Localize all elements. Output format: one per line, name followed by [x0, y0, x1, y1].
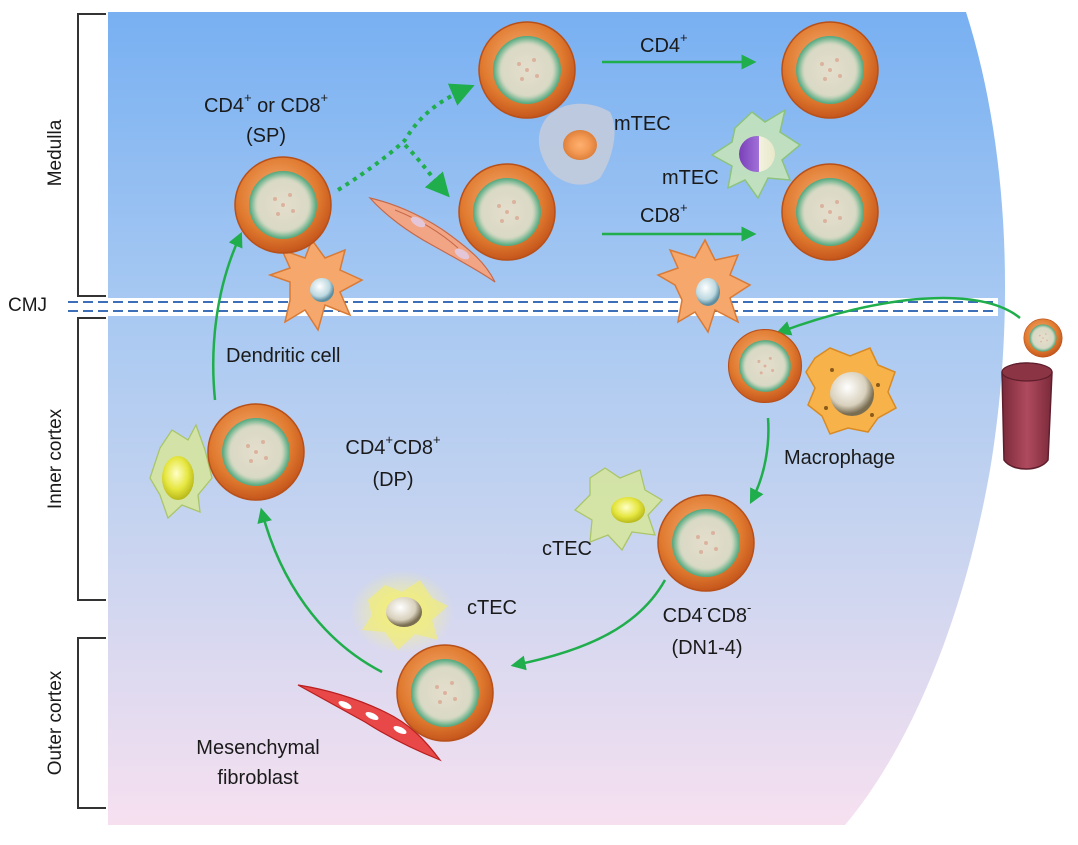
region-label-outer-cortex: Outer cortex — [45, 670, 66, 776]
tcell-outer-cortex — [396, 644, 494, 742]
macrophage-cell — [805, 347, 897, 435]
label-dn-markers: CD4-CD8- — [662, 600, 752, 627]
mtec-lower-cell — [710, 108, 802, 200]
progenitor-cell — [1023, 318, 1063, 358]
label-sp-markers: CD4+ or CD8+ — [203, 90, 329, 117]
outer-cortex-bracket — [77, 637, 106, 809]
tcell-cd4-mature — [781, 21, 879, 119]
label-mtec-upper: mTEC — [614, 113, 671, 135]
tcell-medulla-upper — [478, 21, 576, 119]
label-mesenchymal: Mesenchymal — [196, 737, 320, 759]
tcell-medulla-lower — [458, 163, 556, 261]
arrow-outer-to-dp — [257, 507, 383, 674]
thymus-background — [108, 12, 1006, 825]
mesenchymal-fibroblast-cell — [297, 684, 442, 762]
label-cd4-arrow: CD4+ — [640, 30, 688, 57]
region-label-medulla: Medulla — [45, 119, 66, 187]
label-dp-markers: CD4+CD8+ — [345, 432, 441, 459]
medulla-bracket — [77, 13, 106, 297]
ctec-lower-cell — [350, 570, 454, 654]
entry-arrow — [775, 296, 1021, 336]
label-ctec-lower: cTEC — [467, 597, 517, 619]
ctec-right-cell — [573, 467, 664, 552]
region-label-cmj: CMJ — [8, 295, 48, 316]
cmj-boundary — [68, 298, 998, 316]
label-dn: (DN1-4) — [671, 637, 743, 659]
arrow-dp-to-sp — [212, 231, 243, 401]
label-macrophage: Macrophage — [784, 447, 896, 469]
tcell-inner-cortex-entry — [727, 328, 803, 404]
label-cd8-arrow: CD8+ — [640, 200, 688, 227]
ctec-left-cell — [149, 423, 213, 520]
mtec-upper-cell — [538, 103, 615, 185]
medulla-fibroblast — [368, 196, 496, 283]
label-sp: (SP) — [246, 125, 286, 147]
tcell-dn — [657, 494, 755, 592]
dotted-arrow-upper — [336, 83, 475, 192]
tcell-sp — [234, 156, 332, 254]
dendritic-cell-right — [656, 238, 752, 334]
arrow-to-dn — [749, 417, 770, 504]
label-fibroblast: fibroblast — [217, 767, 299, 789]
dotted-arrow-lower — [403, 143, 450, 198]
label-mtec-lower: mTEC — [662, 167, 719, 189]
inner-cortex-bracket — [77, 317, 106, 601]
label-ctec-right: cTEC — [542, 538, 592, 560]
region-label-inner-cortex: Inner cortex — [45, 408, 66, 510]
arrow-dn-to-outer — [510, 579, 667, 671]
label-dendritic-cell: Dendritic cell — [226, 345, 341, 367]
tcell-cd8-mature — [781, 163, 879, 261]
tcell-dp — [207, 403, 305, 501]
label-dp: (DP) — [372, 469, 414, 491]
